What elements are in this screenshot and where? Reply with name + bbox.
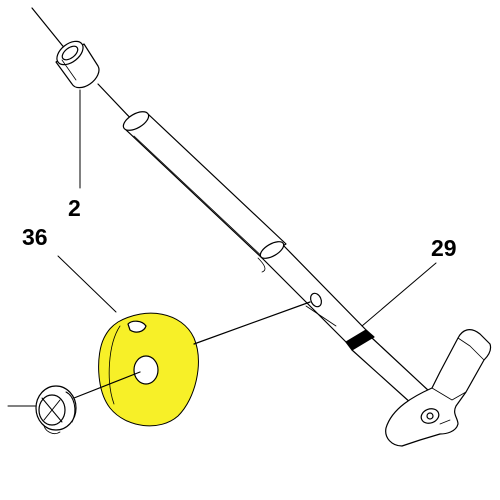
callout-part-36: 36 [22,224,48,250]
leader-line-part-29 [361,262,437,327]
cam-disc-center-hole [133,355,159,385]
callout-part-29: 29 [431,235,457,261]
shaft-end [351,337,431,405]
screw-axis-line [73,371,141,399]
lever-bolt-hole [420,408,440,424]
shaft-lower-rod [257,241,375,351]
assembly-axis-line [31,7,67,51]
disc-axis-line [193,301,311,345]
shaft-upper-tube [122,111,287,263]
callout-part-2: 2 [68,195,81,221]
cam-disc-part-36 [98,312,199,427]
lever-handle [385,329,492,447]
screw [7,385,77,434]
leader-line-part-36 [57,255,117,313]
shaft-pin-hole [309,292,323,308]
bushing-part-2 [55,40,100,89]
